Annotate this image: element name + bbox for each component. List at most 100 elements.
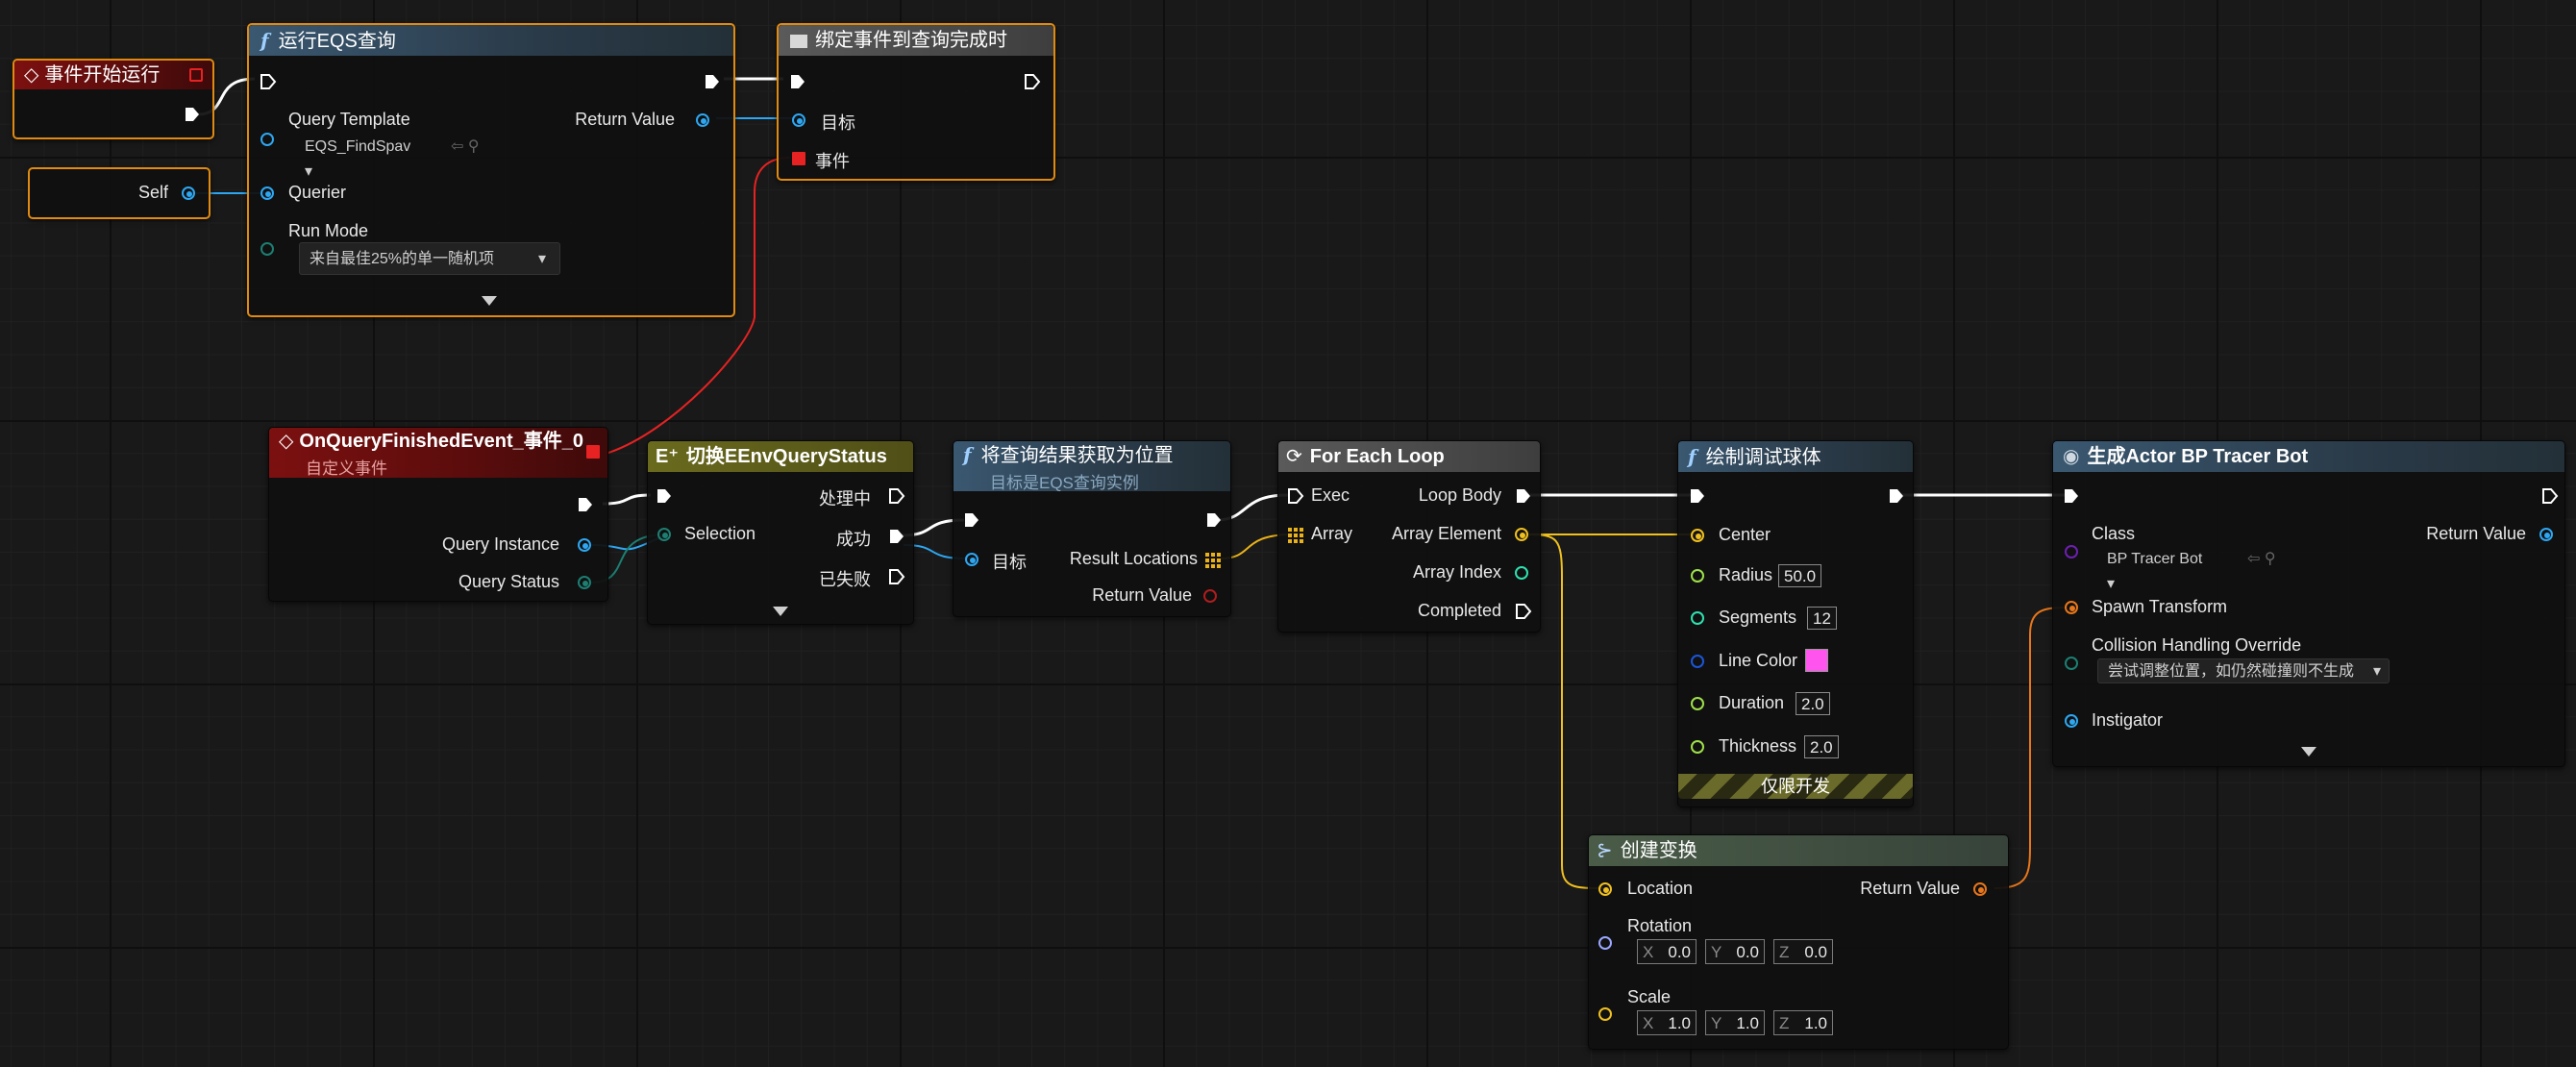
center-pin[interactable] bbox=[1691, 529, 1704, 542]
exec-input-pin[interactable] bbox=[2063, 487, 2078, 503]
return-value-pin[interactable] bbox=[2539, 528, 2553, 541]
array-input-pin[interactable] bbox=[1288, 528, 1303, 543]
axis-y-label: Y bbox=[1711, 943, 1722, 961]
event-begin-play-node[interactable]: ◇事件开始运行 bbox=[12, 59, 214, 139]
success-exec-pin[interactable] bbox=[888, 528, 904, 543]
exec-output-pin[interactable] bbox=[1888, 487, 1903, 503]
collision-label: Collision Handling Override bbox=[2092, 635, 2302, 655]
center-label: Center bbox=[1719, 525, 1771, 544]
instigator-label: Instigator bbox=[2092, 710, 2164, 730]
use-selected-asset-icon[interactable]: ⇦ ⚲ bbox=[2247, 551, 2276, 567]
instigator-pin[interactable] bbox=[2065, 714, 2078, 728]
array-output-pin[interactable] bbox=[1205, 553, 1221, 568]
node-title: For Each Loop bbox=[1309, 446, 1445, 467]
collision-pin[interactable] bbox=[2065, 657, 2078, 670]
axis-x-label: X bbox=[1643, 943, 1654, 961]
advanced-expander-icon[interactable] bbox=[773, 607, 788, 616]
failed-exec-pin[interactable] bbox=[888, 568, 905, 584]
event-delegate-pin[interactable] bbox=[792, 152, 805, 165]
target-pin[interactable] bbox=[965, 553, 978, 566]
spawn-icon: ◉ bbox=[2063, 446, 2080, 467]
return-value-pin[interactable] bbox=[696, 113, 709, 127]
return-value-pin[interactable] bbox=[1973, 882, 1987, 896]
node-title: 将查询结果获取为位置 bbox=[980, 445, 1174, 466]
function-icon: f bbox=[260, 29, 269, 52]
class-pin[interactable] bbox=[2065, 545, 2078, 558]
exec-output-pin[interactable] bbox=[704, 73, 719, 88]
line-color-pin[interactable] bbox=[1691, 655, 1704, 668]
thickness-pin[interactable] bbox=[1691, 740, 1704, 754]
query-instance-pin[interactable] bbox=[578, 538, 591, 552]
self-reference-node[interactable]: Self bbox=[28, 167, 211, 219]
query-template-pin[interactable] bbox=[260, 133, 274, 146]
segments-input[interactable]: 12 bbox=[1807, 607, 1837, 630]
event-label: 事件 bbox=[815, 152, 850, 171]
exec-input-pin[interactable] bbox=[656, 487, 671, 503]
class-picker[interactable]: BP Tracer Bot ▾ bbox=[2097, 547, 2222, 592]
exec-input-pin[interactable] bbox=[963, 511, 978, 527]
use-selected-asset-icon[interactable]: ⇦ ⚲ bbox=[451, 138, 480, 155]
segments-pin[interactable] bbox=[1691, 611, 1704, 625]
node-header: E⁺切换EEnvQueryStatus bbox=[648, 441, 913, 472]
return-value-label: Return Value bbox=[2426, 524, 2526, 543]
query-status-pin[interactable] bbox=[578, 576, 591, 589]
scale-pin[interactable] bbox=[1598, 1007, 1612, 1021]
return-value-pin[interactable] bbox=[1203, 589, 1217, 603]
event-diamond-icon: ◇ bbox=[279, 431, 294, 452]
exec-output-pin[interactable] bbox=[1205, 511, 1221, 527]
duration-input[interactable]: 2.0 bbox=[1796, 692, 1830, 715]
spawn-actor-node[interactable]: ◉生成Actor BP Tracer Bot Class BP Tracer B… bbox=[2052, 440, 2565, 767]
querier-pin[interactable] bbox=[260, 186, 274, 200]
completed-exec-pin[interactable] bbox=[1515, 603, 1532, 619]
advanced-expander-icon[interactable] bbox=[482, 296, 497, 306]
radius-input[interactable]: 50.0 bbox=[1778, 564, 1822, 587]
class-value: BP Tracer Bot bbox=[2107, 551, 2203, 567]
selection-pin[interactable] bbox=[657, 528, 671, 541]
self-output-pin[interactable] bbox=[182, 186, 195, 200]
chevron-down-icon: ▾ bbox=[2107, 576, 2116, 592]
exec-output-pin[interactable] bbox=[1024, 73, 1041, 89]
exec-output-pin[interactable] bbox=[2541, 487, 2559, 504]
spawn-transform-pin[interactable] bbox=[2065, 601, 2078, 614]
target-label: 目标 bbox=[992, 553, 1027, 572]
loop-body-exec-pin[interactable] bbox=[1515, 487, 1530, 503]
thickness-input[interactable]: 2.0 bbox=[1804, 735, 1839, 758]
custom-event-node[interactable]: ◇OnQueryFinishedEvent_事件_0 自定义事件 Query I… bbox=[268, 427, 608, 602]
run-mode-pin[interactable] bbox=[260, 242, 274, 256]
switch-on-enum-node[interactable]: E⁺切换EEnvQueryStatus Selection 处理中 成功 已失败 bbox=[647, 440, 914, 625]
rotation-pin[interactable] bbox=[1598, 936, 1612, 950]
exec-input-pin[interactable] bbox=[789, 73, 805, 88]
bind-event-node[interactable]: 绑定事件到查询完成时 目标 事件 bbox=[777, 23, 1055, 181]
exec-input-pin[interactable] bbox=[1689, 487, 1704, 503]
exec-input-pin[interactable] bbox=[260, 73, 277, 89]
duration-pin[interactable] bbox=[1691, 697, 1704, 710]
array-element-pin[interactable] bbox=[1515, 528, 1528, 541]
exec-input-pin[interactable] bbox=[1287, 487, 1304, 504]
advanced-expander-icon[interactable] bbox=[2301, 747, 2316, 757]
exec-output-pin[interactable] bbox=[577, 496, 592, 511]
collision-dropdown[interactable]: 尝试调整位置，如仍然碰撞则不生成 ▾ bbox=[2097, 658, 2390, 683]
query-template-combo[interactable]: EQS_FindSpav ▾ bbox=[295, 135, 432, 180]
for-each-loop-node[interactable]: ⟳For Each Loop Exec Array Loop Body Arra… bbox=[1277, 440, 1541, 633]
exec-output-pin[interactable] bbox=[184, 106, 199, 121]
run-mode-dropdown[interactable]: 来自最佳25%的单一随机项 ▾ bbox=[299, 242, 560, 275]
delegate-output-pin[interactable] bbox=[586, 445, 600, 459]
location-pin[interactable] bbox=[1598, 882, 1612, 896]
processing-exec-pin[interactable] bbox=[888, 487, 905, 504]
line-color-swatch[interactable] bbox=[1805, 649, 1828, 672]
array-index-pin[interactable] bbox=[1515, 566, 1528, 580]
array-index-label: Array Index bbox=[1412, 562, 1501, 582]
target-pin[interactable] bbox=[792, 113, 805, 127]
delegate-output-pin[interactable] bbox=[189, 68, 203, 82]
radius-pin[interactable] bbox=[1691, 569, 1704, 583]
